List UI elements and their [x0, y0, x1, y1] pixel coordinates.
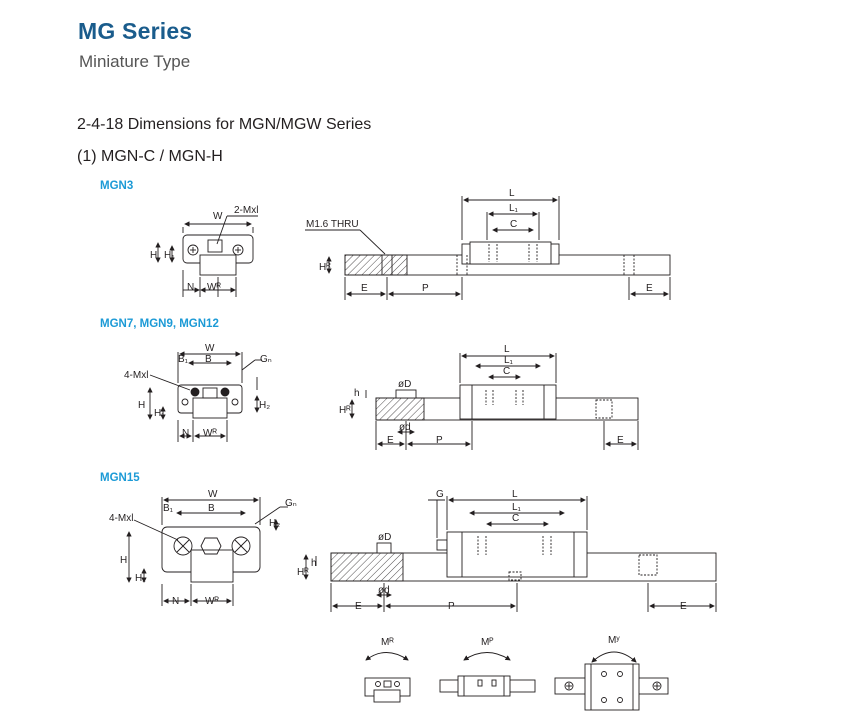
mgn3-label-hr: Hᴿ: [319, 262, 331, 273]
mgn15-label-b: B: [208, 503, 215, 514]
mgn15-label-d: øD: [378, 532, 391, 543]
mgn7-label-gn: Gₙ: [260, 354, 272, 365]
mgn7-label-b: B: [205, 354, 212, 365]
mgn15-label-w: W: [208, 489, 218, 500]
mgn7-label-h: H: [138, 400, 145, 411]
mgn7-label-e-right: E: [617, 435, 624, 446]
mgn7-label-w: W: [205, 343, 215, 354]
moment-mp-label: Mᴾ: [481, 637, 494, 648]
mgn15-label-h: H: [120, 555, 127, 566]
model-label-mgn3: MGN3: [100, 180, 134, 192]
moment-mp-icon: [439, 652, 536, 697]
mgn7-label-wr: Wᴿ: [203, 428, 217, 439]
mgn7-label-mxl: 4-Mxl: [124, 370, 148, 381]
mgn7-side-view: [349, 353, 639, 450]
mgn3-label-mxl: 2-Mxl: [234, 205, 258, 216]
model-label-mgn15: MGN15: [100, 472, 140, 484]
page-title: MG Series: [78, 18, 193, 44]
mgn3-label-wr: Wᴿ: [207, 282, 221, 293]
mgn7-label-e-left: E: [387, 435, 394, 446]
mgn7-label-h2: H₂: [259, 400, 270, 411]
mgn7-label-c: C: [503, 366, 510, 377]
page-subtitle: Miniature Type: [79, 52, 191, 71]
mgn3-label-e-left: E: [361, 283, 368, 294]
mgn7-label-p: P: [436, 435, 443, 446]
mgn3-label-n: N: [187, 282, 194, 293]
section-heading: 2-4-18 Dimensions for MGN/MGW Series: [77, 116, 372, 133]
mgn3-label-w: W: [213, 211, 223, 222]
mgn7-label-hr: Hᴿ: [339, 405, 351, 416]
mgn15-label-dd: ød: [378, 585, 390, 596]
mgn15-label-n: N: [172, 596, 179, 607]
model-label-mgn7-12: MGN7, MGN9, MGN12: [100, 318, 219, 330]
mgn3-label-thru: M1.6 THRU: [306, 219, 359, 230]
mgn3-cross-section: [155, 215, 258, 297]
moment-mr-icon: [364, 652, 411, 703]
mgn15-label-b1: B₁: [163, 503, 174, 514]
mgn15-label-hr: Hᴿ: [297, 567, 309, 578]
mgn7-label-l: L: [504, 344, 510, 355]
mgn15-label-l: L: [512, 489, 518, 500]
mgn15-label-e-left: E: [355, 601, 362, 612]
mgn7-label-dd: ød: [399, 422, 411, 433]
mgn7-label-l1: L₁: [504, 355, 514, 366]
mgn3-label-l1: L₁: [509, 203, 519, 214]
mgn15-label-h2: H₂: [269, 518, 280, 529]
mgn3-label-p: P: [422, 283, 429, 294]
mgn15-side-view: [303, 496, 717, 612]
mgn15-label-h-small: h: [311, 558, 317, 569]
mgn7-label-h1: H₁: [154, 408, 165, 419]
moment-mr-label: Mᴿ: [381, 637, 394, 648]
mgn15-label-g: G: [436, 489, 444, 500]
mgn15-label-e-right: E: [680, 601, 687, 612]
moment-my-icon: [554, 651, 669, 711]
mgn7-label-h-small: h: [354, 388, 360, 399]
mgn15-label-gn: Gₙ: [285, 498, 297, 509]
mgn7-cross-section: [147, 351, 262, 442]
mgn3-label-e-right: E: [646, 283, 653, 294]
mgn15-label-wr: Wᴿ: [205, 596, 219, 607]
mgn15-label-mxl: 4-Mxl: [109, 513, 133, 524]
mgn3-label-h: H: [150, 250, 157, 261]
mgn7-label-d: øD: [398, 379, 411, 390]
mgn7-label-n: N: [182, 428, 189, 439]
mgn15-label-c: C: [512, 513, 519, 524]
mgn15-label-p: P: [448, 601, 455, 612]
mgn7-label-b1: B₁: [178, 354, 189, 365]
mgn15-label-l1: L₁: [512, 502, 522, 513]
mgn3-side-view: [305, 196, 671, 300]
mgn15-label-h1: H₁: [135, 573, 146, 584]
mgn3-label-h1: H₁: [164, 250, 175, 261]
section-subheading: (1) MGN-C / MGN-H: [77, 148, 223, 165]
moment-my-label: Mʸ: [608, 635, 620, 646]
mgn15-cross-section: [126, 497, 288, 606]
mgn3-label-l: L: [509, 188, 515, 199]
mgn3-label-c: C: [510, 219, 517, 230]
